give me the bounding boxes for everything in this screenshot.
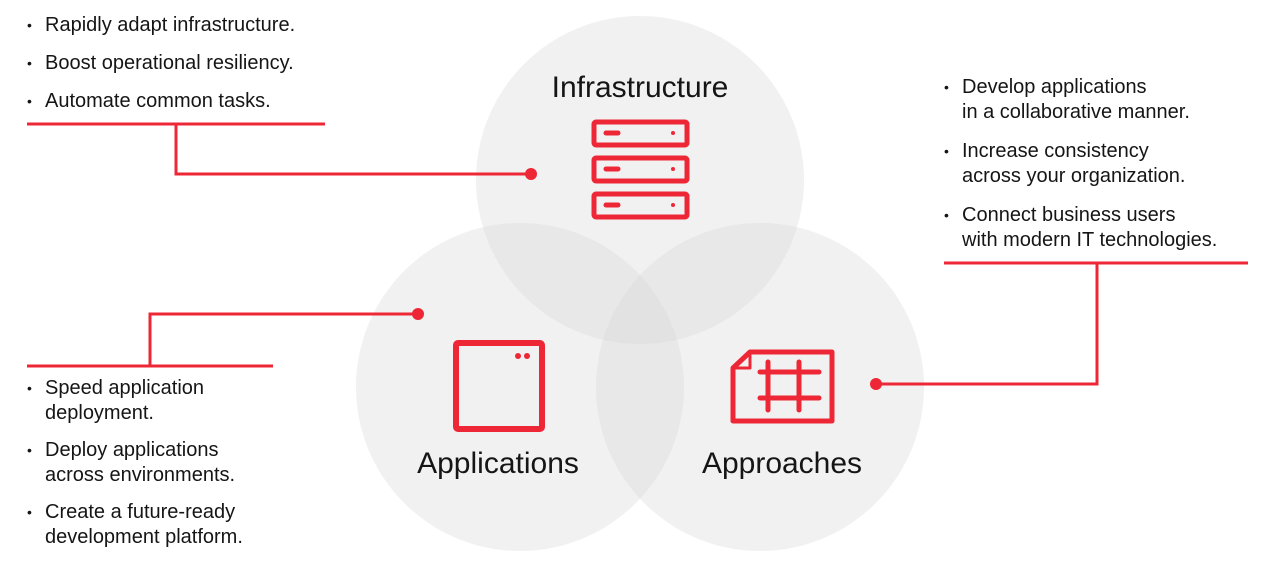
benefit-line: Deploy applications xyxy=(45,439,219,461)
circle-applications xyxy=(356,223,684,551)
benefit-item: Deploy applications across environments. xyxy=(27,438,243,488)
benefit-item: Automate common tasks. xyxy=(27,89,295,114)
infrastructure-benefits-list: Rapidly adapt infrastructure. Boost oper… xyxy=(27,13,295,127)
benefit-item: Speed application deployment. xyxy=(27,376,243,426)
benefit-item: Connect business users with modern IT tec… xyxy=(944,203,1217,253)
benefit-item: Boost operational resiliency. xyxy=(27,51,295,76)
benefit-line: with modern IT technologies. xyxy=(962,229,1218,251)
benefit-line: Create a future-ready xyxy=(45,501,236,523)
label-approaches: Approaches xyxy=(701,447,863,480)
leader-approaches xyxy=(876,263,1099,386)
venn-circles xyxy=(356,16,924,551)
benefit-line: in a collaborative manner. xyxy=(962,101,1190,123)
connector-approaches xyxy=(870,261,1248,390)
applications-benefits-list: Speed application deployment. Deploy appl… xyxy=(27,376,243,562)
benefit-item: Create a future-ready development platfor… xyxy=(27,500,243,550)
leader-dot-applications xyxy=(412,308,424,320)
approaches-benefits-list: Develop applications in a collaborative m… xyxy=(944,75,1217,267)
benefit-line: across environments. xyxy=(45,464,236,486)
blueprint-grid-icon xyxy=(730,349,835,424)
benefit-line: Increase consistency xyxy=(962,140,1149,162)
benefit-line: Connect business users xyxy=(962,204,1176,226)
label-applications: Applications xyxy=(417,447,579,480)
circle-approaches xyxy=(596,223,924,551)
benefit-line: Develop applications xyxy=(962,76,1147,98)
label-infrastructure: Infrastructure xyxy=(551,71,729,104)
application-window-icon xyxy=(453,340,545,432)
benefit-item: Develop applications in a collaborative m… xyxy=(944,75,1217,125)
benefit-line: deployment. xyxy=(45,402,154,424)
leader-applications xyxy=(148,312,418,366)
benefit-line: development platform. xyxy=(45,526,243,548)
benefit-line: Speed application xyxy=(45,377,205,399)
benefit-line: Boost operational resiliency. xyxy=(45,52,294,74)
benefit-item: Rapidly adapt infrastructure. xyxy=(27,13,295,38)
leader-infrastructure xyxy=(174,124,531,176)
connector-infrastructure xyxy=(27,122,537,180)
connector-applications xyxy=(27,308,424,368)
benefit-line: across your organization. xyxy=(962,165,1186,187)
benefit-line: Rapidly adapt infrastructure. xyxy=(45,14,296,36)
benefit-item: Increase consistency across your organiza… xyxy=(944,139,1217,189)
leader-dot-infrastructure xyxy=(525,168,537,180)
benefit-line: Automate common tasks. xyxy=(45,90,271,112)
leader-dot-approaches xyxy=(870,378,882,390)
server-rack-icon xyxy=(591,119,690,220)
